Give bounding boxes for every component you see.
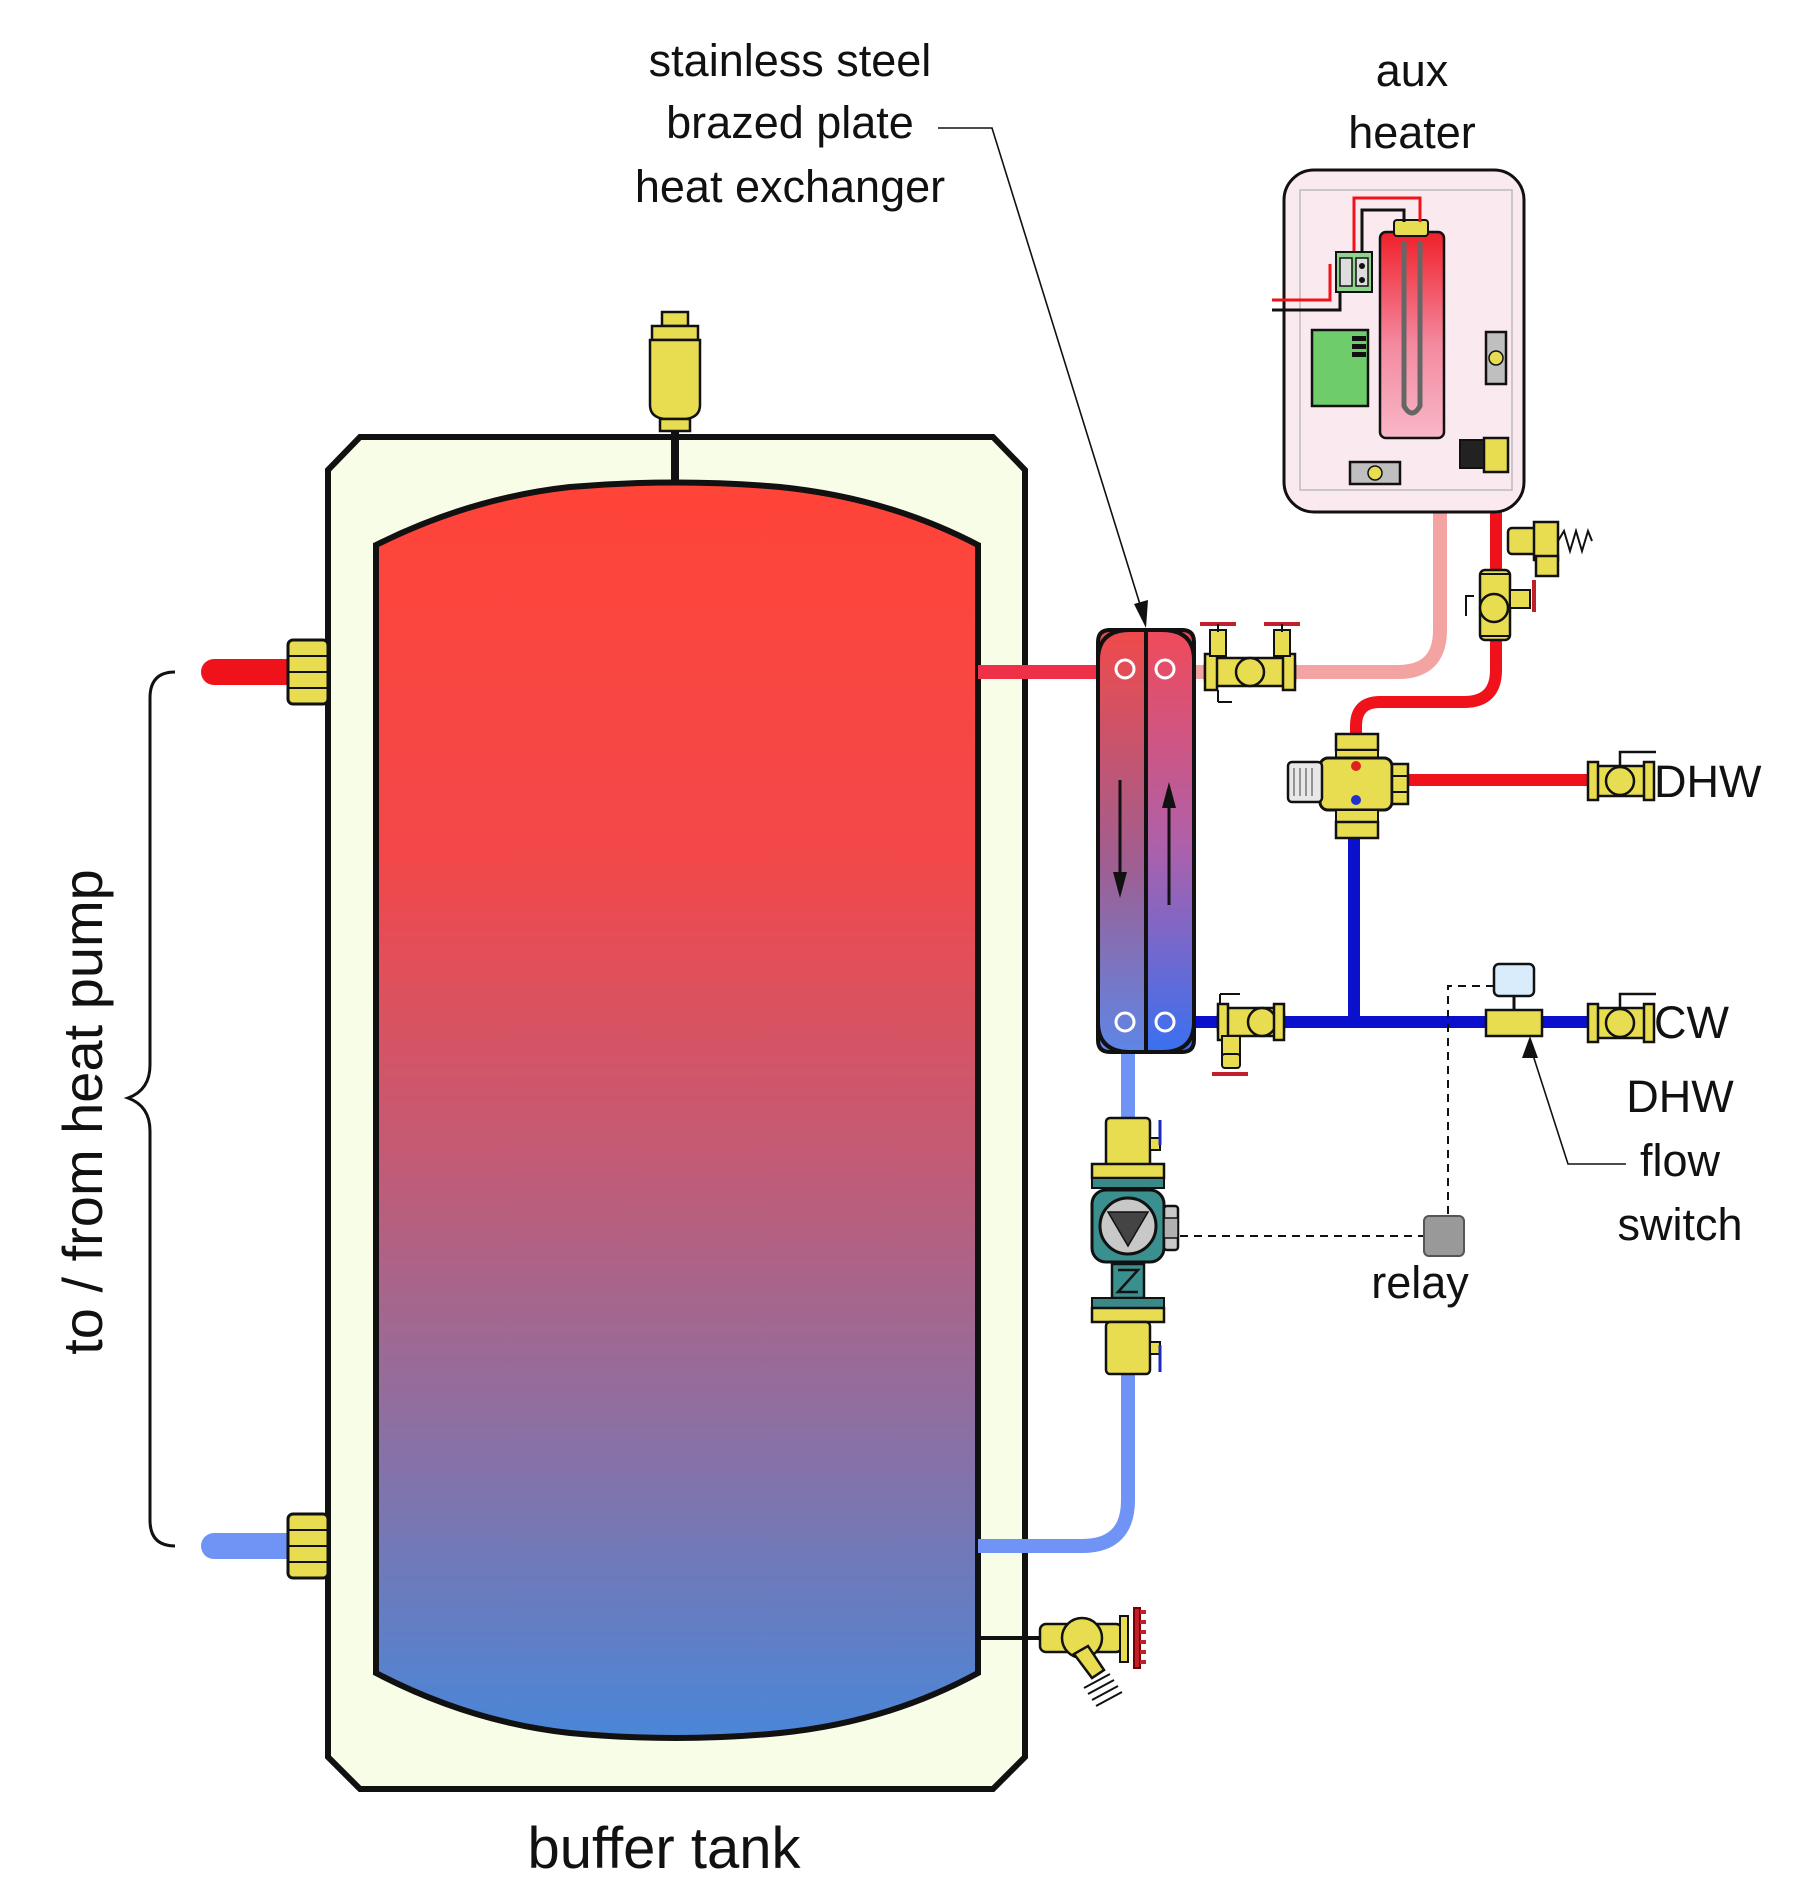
hx-port-potable-out: [1154, 658, 1176, 680]
drain-handwheel-icon: [1133, 1607, 1141, 1669]
thermostatic-mixing-valve: [1286, 732, 1410, 840]
hx-port-hot-in: [1114, 658, 1136, 680]
hot-return-union-fitting: [286, 638, 330, 706]
aux-heater-label-line1: aux: [1376, 45, 1449, 96]
hx-label-line3: heat exchanger: [635, 161, 945, 212]
heat-pump-label: to / from heat pump: [51, 869, 114, 1355]
cw-inlet-label: CW: [1654, 997, 1729, 1048]
control-board: [1310, 328, 1370, 408]
flow-switch-label-line3: switch: [1617, 1199, 1742, 1250]
heating-element-chamber: [1378, 230, 1446, 440]
hx-label-line2: brazed plate: [666, 97, 914, 148]
control-wiring: [1180, 985, 1494, 1237]
cw-inlet-ball-valve: [1586, 992, 1656, 1044]
relay-box: [1423, 1215, 1465, 1257]
heat-pump-brace: [123, 670, 176, 1548]
tank-water-vessel: [373, 479, 981, 1741]
dhw-outlet-ball-valve: [1586, 750, 1656, 802]
hx-isolation-valve-bottom: [1212, 993, 1286, 1076]
flow-switch-label-line1: DHW: [1626, 1071, 1734, 1122]
flow-switch-leader-arrowhead: [1522, 1036, 1538, 1058]
cold-supply-union-fitting: [286, 1512, 330, 1580]
buffer-tank-label: buffer tank: [527, 1816, 801, 1881]
hx-port-cool-out: [1114, 1011, 1136, 1033]
mixing-valve-knob: [1286, 760, 1324, 804]
hx-label-leader: [938, 127, 1144, 615]
brazed-plate-heat-exchanger: [1096, 628, 1196, 1054]
dhw-outlet-label: DHW: [1654, 756, 1762, 807]
hx-label-line1: stainless steel: [649, 35, 932, 86]
flow-switch-leader: [1531, 1051, 1626, 1165]
heater-isolation-valve: [1465, 568, 1536, 642]
down-arrow-icon: [1113, 872, 1127, 898]
tank-drain-valve: [978, 1607, 1146, 1707]
circulator-pump-assembly: [1090, 1116, 1180, 1376]
hx-isolation-valve-top: [1200, 622, 1300, 703]
dhw-flow-switch: [1484, 962, 1544, 1038]
heat-pump-connections: [123, 638, 330, 1580]
hx-port-cold-in: [1154, 1011, 1176, 1033]
buffer-tank: [325, 310, 1028, 1792]
up-arrow-icon: [1162, 782, 1176, 808]
air-vent: [648, 310, 702, 433]
relay-label: relay: [1371, 1257, 1469, 1308]
aux-heater: [1272, 168, 1526, 514]
aux-heater-label-line2: heater: [1348, 107, 1476, 158]
pressure-relief-valve: [1506, 520, 1593, 578]
check-valve-icon: [1115, 1268, 1141, 1294]
hx-leader-arrowhead: [1134, 600, 1148, 628]
flow-switch-label-line2: flow: [1640, 1135, 1721, 1186]
